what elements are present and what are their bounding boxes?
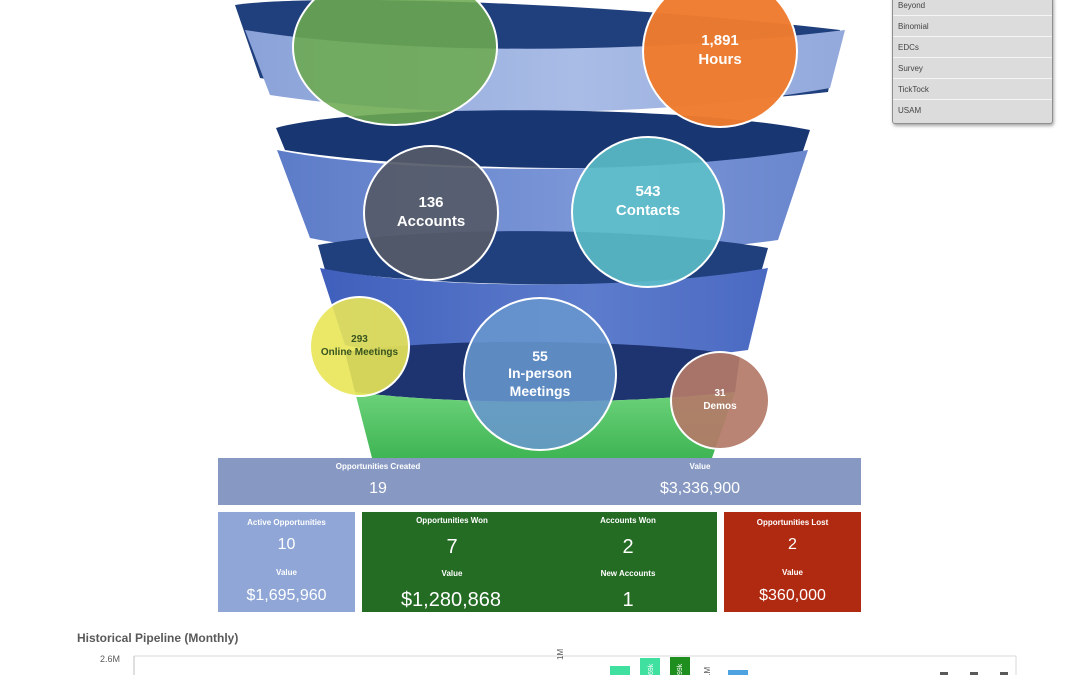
chart-bar-3 — [670, 657, 690, 675]
kpi-opportunities-created[interactable]: Opportunities Created 19 Value $3,336,90… — [218, 458, 861, 505]
kpi-created-value: $3,336,900 — [659, 480, 741, 497]
kpi-new-accounts-label: New Accounts — [600, 569, 656, 578]
kpi-created-count: 19 — [369, 480, 387, 497]
historical-pipeline-title: Historical Pipeline (Monthly) — [77, 631, 239, 645]
bubble-accounts-label: Accounts — [396, 213, 466, 230]
chart-mark-1 — [940, 672, 948, 675]
bubble-accounts-value: 136 — [418, 194, 444, 212]
bubble-online-meetings-label: Online Meetings — [320, 346, 399, 358]
chart-mark-3 — [1000, 672, 1008, 675]
bubble-hours-label: Hours — [698, 51, 742, 68]
kpi-opportunities-lost[interactable]: Opportunities Lost 2 Value $360,000 — [724, 512, 861, 612]
kpi-opportunities-won[interactable]: Opportunities Won 7 Value $1,280,868 Acc… — [362, 512, 717, 612]
bubble-accounts[interactable]: 136 Accounts — [363, 145, 499, 281]
kpi-lost-label: Opportunities Lost — [756, 518, 829, 527]
kpi-created-label: Opportunities Created — [335, 462, 421, 471]
kpi-active-count: 10 — [277, 536, 296, 553]
bubble-hours-value: 1,891 — [701, 32, 739, 50]
kpi-active-opportunities[interactable]: Active Opportunities 10 Value $1,695,960 — [218, 512, 355, 612]
bar-label-4: 99k — [677, 663, 684, 675]
kpi-accounts-won-count: 2 — [622, 536, 634, 558]
kpi-won-value-label: Value — [441, 569, 463, 578]
bubble-demos-value: 31 — [714, 388, 726, 399]
bubble-inperson-meetings-label-1: In-person — [508, 365, 572, 382]
kpi-active-label: Active Opportunities — [247, 518, 326, 527]
filter-option-ticktock[interactable]: TickTock — [893, 80, 1052, 100]
historical-pipeline-chart[interactable] — [0, 648, 1080, 675]
kpi-lost-value-label: Value — [782, 568, 803, 577]
chart-bar-2 — [640, 658, 660, 675]
filter-option-binomial[interactable]: Binomial — [893, 17, 1052, 37]
kpi-accounts-won-label: Accounts Won — [600, 516, 656, 525]
chart-bar-1 — [610, 666, 630, 675]
bar-label-2: 1M — [703, 666, 712, 675]
bubble-contacts-label: Contacts — [615, 202, 681, 219]
kpi-won-value: $1,280,868 — [400, 589, 502, 611]
filter-dropdown[interactable]: Beyond Binomial EDCs Survey TickTock USA… — [892, 0, 1053, 124]
bar-label-1: 1M — [556, 648, 565, 660]
bubble-contacts[interactable]: 543 Contacts — [571, 136, 725, 288]
bubble-online-meetings[interactable]: 293 Online Meetings — [309, 296, 410, 397]
bubble-online-meetings-value: 293 — [351, 334, 368, 345]
filter-option-usam[interactable]: USAM — [898, 106, 922, 115]
filter-option-beyond[interactable]: Beyond — [893, 0, 1052, 16]
kpi-new-accounts-count: 1 — [622, 589, 634, 611]
bubble-inperson-meetings-value: 55 — [532, 347, 548, 364]
kpi-lost-value: $360,000 — [759, 587, 826, 604]
kpi-active-value-label: Value — [276, 568, 297, 577]
kpi-won-count: 7 — [446, 536, 458, 558]
bar-label-3: 69k — [648, 663, 655, 675]
bubble-demos[interactable]: 31 Demos — [670, 351, 770, 450]
y-axis-tick-top: 2.6M — [100, 654, 121, 664]
bubble-contacts-value: 543 — [635, 183, 661, 201]
filter-option-edcs[interactable]: EDCs — [893, 38, 1052, 58]
filter-option-survey[interactable]: Survey — [893, 59, 1052, 79]
kpi-lost-count: 2 — [788, 536, 797, 553]
chart-bar-4 — [728, 670, 748, 675]
bubble-inperson-meetings-label-2: Meetings — [509, 382, 571, 399]
bubble-hours[interactable]: 1,891 Hours — [642, 0, 798, 128]
bubble-inperson-meetings[interactable]: 55 In-person Meetings — [463, 297, 617, 451]
kpi-created-value-label: Value — [689, 462, 711, 471]
chart-mark-2 — [970, 672, 978, 675]
kpi-active-value: $1,695,960 — [246, 587, 327, 604]
kpi-won-label: Opportunities Won — [416, 516, 488, 525]
bubble-demos-label: Demos — [703, 400, 737, 412]
